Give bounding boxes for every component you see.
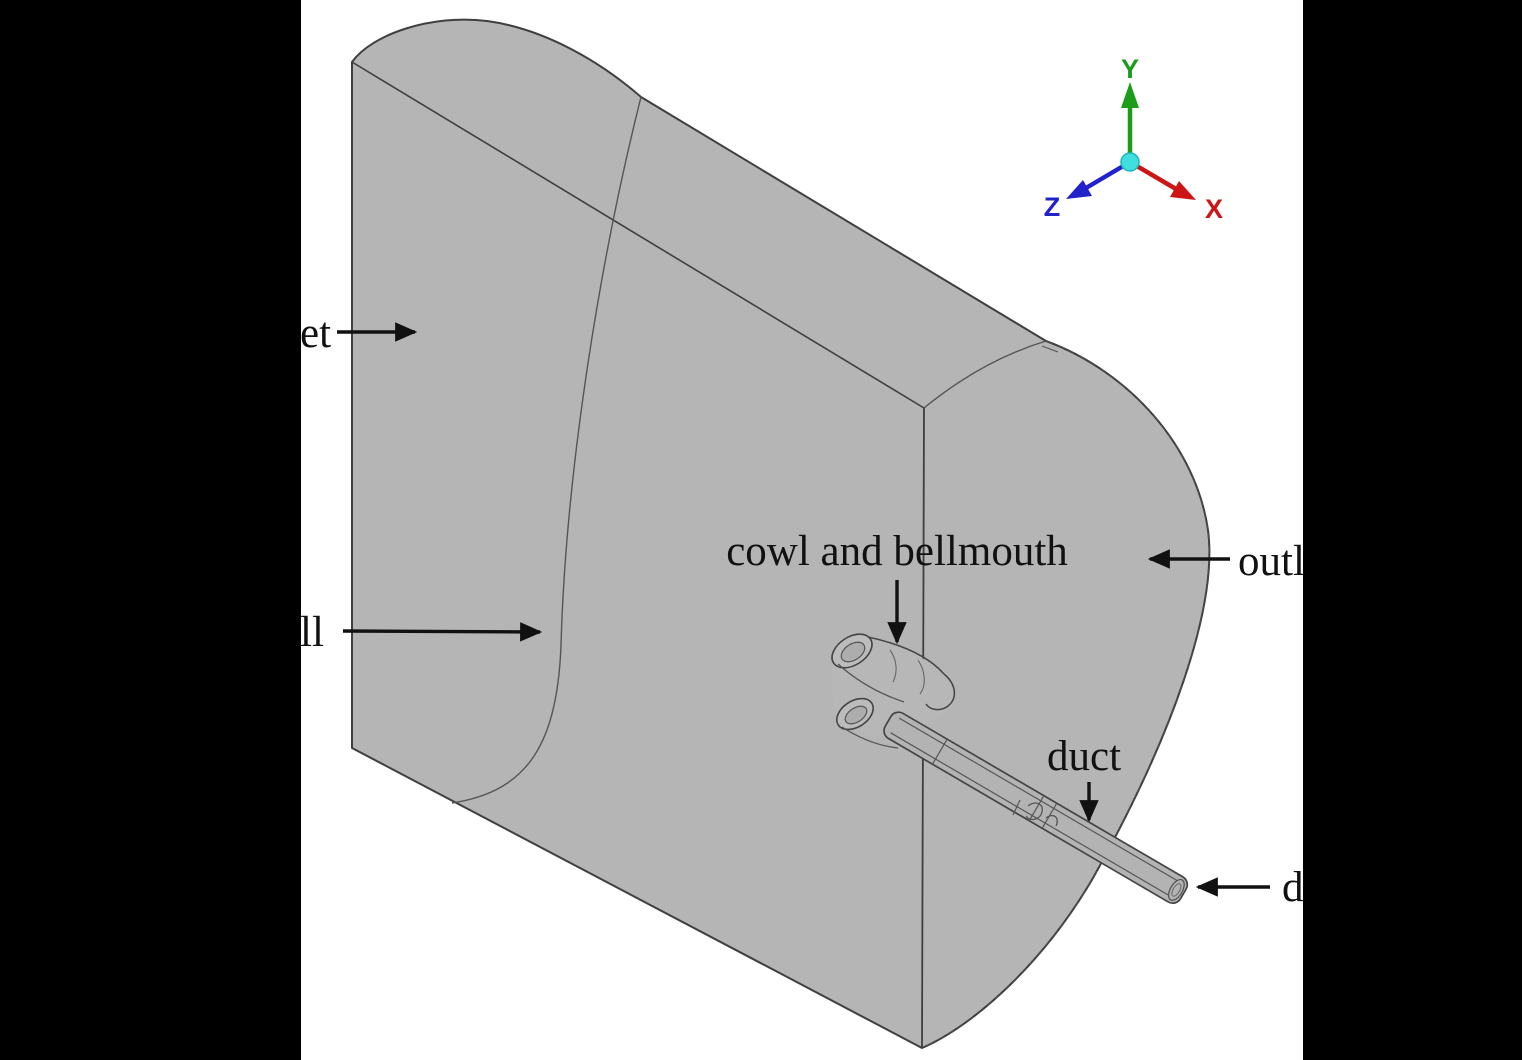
- duct-end-bore: [1171, 883, 1182, 897]
- cowl-shading-line-1: [889, 649, 897, 683]
- cowl-mid-edge: [837, 663, 905, 703]
- axis-triad: Y Z X: [1044, 54, 1223, 224]
- duct-joint-detail: [1012, 799, 1058, 827]
- cowl-bellmouth-geometry: [831, 633, 956, 749]
- duct-segment-tick-2: [1028, 795, 1045, 822]
- duct-label: duct: [1047, 733, 1121, 780]
- z-axis-arrowhead: [1066, 180, 1092, 199]
- cowl-upper-edge: [867, 636, 945, 675]
- duct-segment-tick-1: [931, 738, 948, 765]
- bulge-junction-notch: [1041, 345, 1059, 353]
- annotation-arrows: [337, 322, 1270, 897]
- joint-squiggle-2: [1045, 814, 1058, 827]
- top-edge-line: [351, 61, 925, 409]
- outlet-bulge-arc: [921, 340, 1211, 1049]
- joint-squiggle-1: [1025, 802, 1043, 821]
- rear-face-arc: [451, 96, 642, 804]
- duct-tube: [883, 711, 1189, 905]
- bellmouth-upper-ring-bore: [840, 641, 866, 663]
- cowl-lower-edge: [841, 726, 899, 749]
- z-axis-label: Z: [1044, 192, 1061, 222]
- cowl-bellmouth-label: cowl and bellmouth: [726, 528, 1068, 575]
- x-axis-arrowhead: [1170, 181, 1196, 200]
- wall-arrow: [342, 622, 543, 642]
- duct-geometry: [883, 711, 1189, 905]
- annotation-labels: et ll cowl and bellmouth duct outl d: [300, 310, 1305, 911]
- letterbox-right: [1303, 0, 1522, 1060]
- x-axis-label: X: [1205, 194, 1223, 224]
- axis-origin-ball: [1120, 152, 1140, 172]
- joint-squiggle-3: [1012, 799, 1021, 816]
- outlet-label: outl: [1238, 538, 1305, 585]
- front-face-top-arc: [923, 340, 1047, 409]
- wall-label: ll: [300, 609, 324, 656]
- duct-bore-line-upper: [898, 717, 1181, 883]
- duct-outlet-label: d: [1282, 864, 1304, 911]
- y-axis-label: Y: [1121, 54, 1139, 84]
- inlet-label: et: [300, 310, 331, 357]
- letterbox-left: [0, 0, 301, 1060]
- cowl-hook-edge: [925, 673, 956, 711]
- y-axis-arrowhead: [1121, 82, 1139, 108]
- bellmouth-lower-ring-bore: [844, 705, 868, 725]
- cowl-shading-line-2: [917, 659, 925, 695]
- duct-bore-line-lower: [890, 732, 1172, 898]
